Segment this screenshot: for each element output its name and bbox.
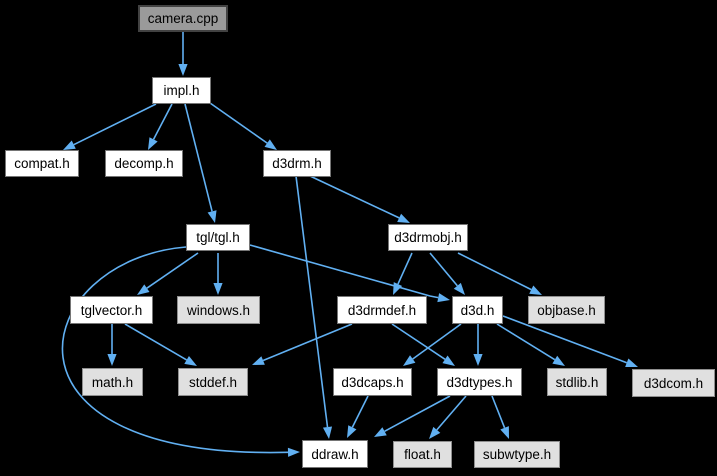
graph-node-decomp-h[interactable]: decomp.h xyxy=(105,150,183,177)
edge-d3dcaps-h-to-ddraw-h xyxy=(347,395,369,438)
graph-node-impl-h[interactable]: impl.h xyxy=(152,77,211,104)
edge-d3drmobj-h-to-objbase-h xyxy=(457,252,542,295)
edge-impl-h-to-decomp-h xyxy=(148,103,173,150)
edge-d3drmobj-h-to-d3d-h xyxy=(429,252,465,295)
edge-d3drmdef-h-to-stddef-h xyxy=(252,323,353,365)
edge-d3d-h-to-d3dcom-h xyxy=(502,315,638,368)
edge-impl-h-to-d3drm-h xyxy=(209,102,277,150)
graph-node-d3dtypes-h[interactable]: d3dtypes.h xyxy=(437,368,522,396)
graph-node-camera-cpp: camera.cpp xyxy=(138,5,228,32)
edge-d3d-h-to-d3dcaps-h xyxy=(403,323,462,366)
graph-node-stddef-h: stddef.h xyxy=(178,368,248,396)
edge-d3dtypes-h-to-ddraw-h xyxy=(374,395,451,437)
edge-d3dtypes-h-to-subwtype-h xyxy=(491,395,509,439)
graph-node-math-h: math.h xyxy=(82,368,143,396)
graph-node-stdlib-h: stdlib.h xyxy=(547,368,607,396)
graph-node-d3drmdef-h[interactable]: d3drmdef.h xyxy=(337,296,427,324)
graph-node-objbase-h: objbase.h xyxy=(528,296,605,324)
edge-tgl-tgl-h-to-tglvector-h xyxy=(137,252,199,295)
edge-d3drm-h-to-d3drmobj-h xyxy=(309,175,410,223)
graph-node-float-h: float.h xyxy=(393,441,452,468)
edge-tgl-tgl-h-to-d3d-h xyxy=(249,244,450,303)
edge-d3drmobj-h-to-d3drmdef-h xyxy=(393,252,413,295)
edge-d3dtypes-h-to-float-h xyxy=(429,395,467,439)
graph-node-d3dcaps-h[interactable]: d3dcaps.h xyxy=(333,368,412,396)
edge-impl-h-to-tgl-tgl-h xyxy=(184,103,217,223)
edge-tgl-tgl-h-to-windows-h xyxy=(213,253,223,295)
edge-tglvector-h-to-math-h xyxy=(107,324,117,366)
edge-tglvector-h-to-stddef-h xyxy=(124,323,197,366)
graph-node-d3drm-h[interactable]: d3drm.h xyxy=(263,150,331,177)
edge-d3drmdef-h-to-d3dtypes-h xyxy=(391,323,455,366)
edge-d3drm-h-to-ddraw-h xyxy=(295,175,333,439)
graph-node-subwtype-h: subwtype.h xyxy=(474,441,560,468)
graph-node-tgl-tgl-h[interactable]: tgl/tgl.h xyxy=(186,224,250,251)
graph-node-d3dcom-h: d3dcom.h xyxy=(632,369,715,397)
graph-node-d3d-h[interactable]: d3d.h xyxy=(452,296,503,324)
graph-node-compat-h[interactable]: compat.h xyxy=(5,150,79,177)
edge-d3d-h-to-d3dtypes-h xyxy=(473,324,483,366)
graph-node-tglvector-h[interactable]: tglvector.h xyxy=(70,296,153,324)
edge-d3d-h-to-stdlib-h xyxy=(496,323,565,366)
edge-camera-cpp-to-impl-h xyxy=(178,32,188,76)
graph-node-d3drmobj-h[interactable]: d3drmobj.h xyxy=(388,224,468,251)
graph-node-windows-h: windows.h xyxy=(177,296,260,324)
graph-node-ddraw-h[interactable]: ddraw.h xyxy=(302,440,368,468)
edge-tgl-tgl-h-to-ddraw-h xyxy=(61,246,300,457)
edge-impl-h-to-compat-h xyxy=(63,103,157,150)
